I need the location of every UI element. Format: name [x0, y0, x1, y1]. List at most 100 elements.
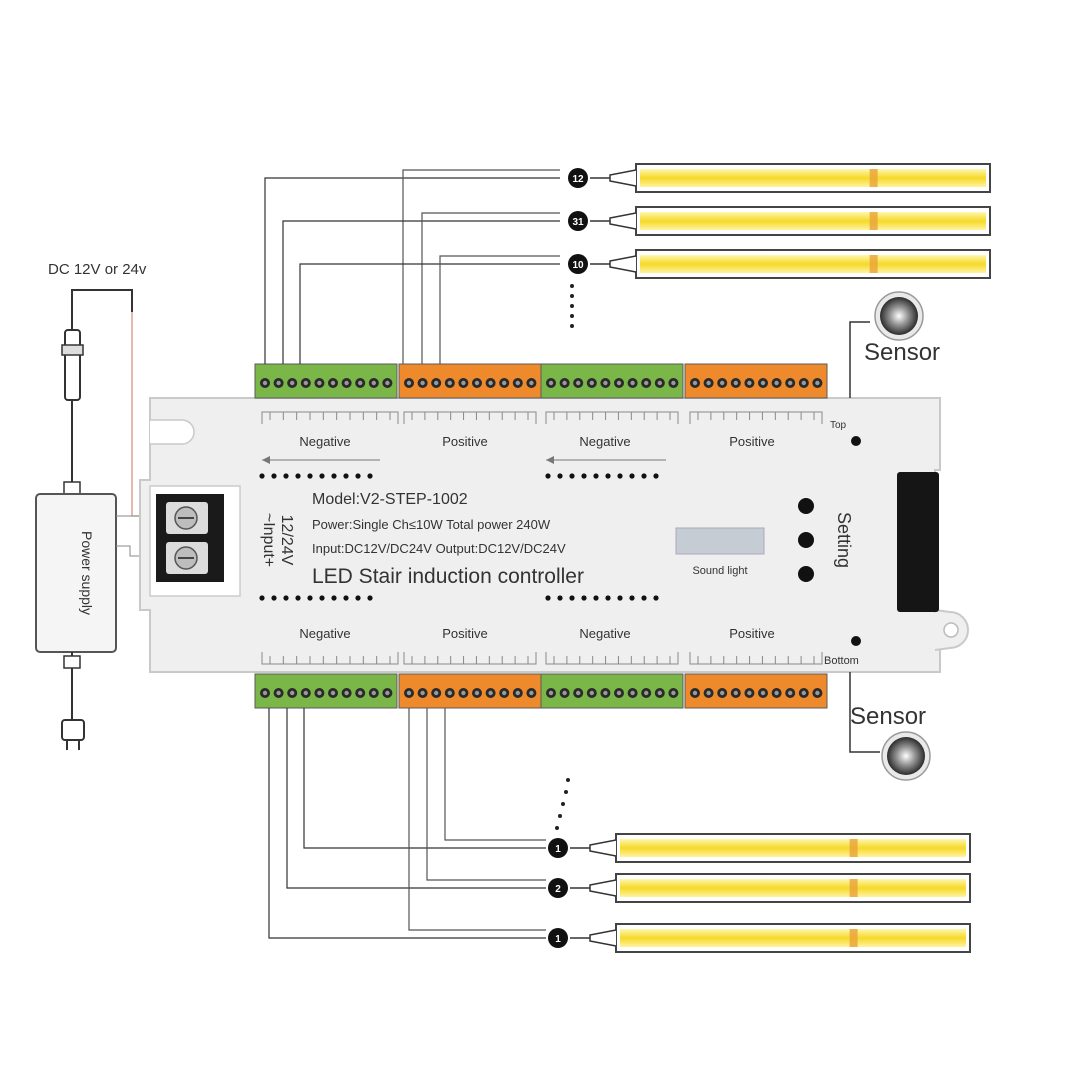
- terminal-screw-center: [788, 380, 793, 386]
- indicator-dot: [581, 595, 587, 601]
- terminal-screw-center: [529, 690, 534, 696]
- indicator-dot: [617, 473, 623, 479]
- terminal-screw-center: [447, 380, 452, 386]
- wire-negative-bottom: [303, 708, 546, 849]
- sensor-top-group: Sensor: [849, 291, 940, 398]
- indicator-dot: [641, 595, 647, 601]
- top-label-negative-1: Negative: [299, 434, 350, 449]
- indicator-dot: [307, 595, 313, 601]
- indicator-dot: [307, 473, 313, 479]
- barrel-connector: [64, 329, 81, 401]
- led-strip-bottom-1: 1: [548, 833, 971, 863]
- channel-number: 12: [572, 174, 584, 185]
- indicator-dot: [629, 595, 635, 601]
- terminal-screw-center: [788, 690, 793, 696]
- terminal-screw-center: [262, 380, 268, 386]
- continuation-dots-top: [570, 284, 574, 328]
- input-label: ~Input+: [260, 513, 277, 567]
- indicator-dot: [593, 595, 599, 601]
- tick-bracket-bottom: [545, 652, 679, 665]
- terminal-screw-center: [406, 690, 412, 696]
- terminal-screw-center: [562, 690, 567, 696]
- terminal-screw-center: [760, 690, 766, 696]
- setting-button-3[interactable]: [798, 566, 814, 582]
- led-strip-light: [640, 255, 986, 273]
- terminal-screw-center: [385, 690, 390, 696]
- bottom-port-label: Bottom: [824, 655, 859, 667]
- terminal-block-top-2: [398, 363, 542, 399]
- indicator-dot: [295, 473, 301, 479]
- indicator-dot: [271, 473, 277, 479]
- terminal-screw-center: [657, 380, 662, 386]
- indicator-dot: [367, 595, 373, 601]
- tick-bracket-top: [403, 411, 537, 424]
- channel-badge: [548, 878, 568, 898]
- terminal-screw-center: [733, 690, 738, 696]
- terminal-screw-center: [576, 380, 581, 386]
- wire-negative-top: [299, 263, 560, 364]
- terminal-screw-center: [548, 380, 554, 386]
- terminal-screw-center: [760, 380, 766, 386]
- terminal-screw-center: [461, 380, 466, 386]
- sensor-bottom-label: Sensor: [850, 703, 926, 730]
- wire-negative-bottom: [268, 708, 546, 939]
- led-strip-light: [620, 839, 966, 857]
- terminal-screw-center: [747, 690, 752, 696]
- bottom-label-positive-2: Positive: [729, 626, 775, 641]
- terminal-screw-center: [801, 690, 806, 696]
- terminal-screw-center: [447, 690, 452, 696]
- sensor-top-label: Sensor: [864, 339, 940, 366]
- terminal-screw-center: [290, 690, 295, 696]
- led-strip-joint: [849, 879, 858, 897]
- led-strip-light: [620, 929, 966, 947]
- sensor-top-icon: [880, 297, 918, 335]
- led-connector: [589, 839, 617, 857]
- led-connector: [609, 212, 637, 230]
- terminal-screw-center: [406, 380, 412, 386]
- terminal-screw-center: [801, 380, 806, 386]
- terminal-screw-center: [276, 380, 281, 386]
- wire-positive-bottom: [426, 708, 546, 881]
- indicator-dot: [331, 473, 337, 479]
- setting-button-1[interactable]: [798, 498, 814, 514]
- wire-negative-bottom: [286, 708, 546, 889]
- wire-positive-bottom: [408, 708, 546, 931]
- dc-cable: [71, 289, 133, 330]
- setting-button-2[interactable]: [798, 532, 814, 548]
- terminal-block-bottom-4: [684, 673, 828, 709]
- top-label-positive-1: Positive: [442, 434, 488, 449]
- indicator-dot: [319, 473, 325, 479]
- led-strip-joint: [849, 929, 858, 947]
- terminal-screw-center: [358, 690, 363, 696]
- led-strip-joint: [869, 255, 878, 273]
- terminal-screw-center: [420, 380, 425, 386]
- terminal-screw-center: [671, 380, 676, 386]
- bottom-label-negative-1: Negative: [299, 626, 350, 641]
- led-strip-light: [640, 169, 986, 187]
- terminal-screw-center: [603, 380, 608, 386]
- terminal-screw-center: [576, 690, 581, 696]
- product-name: LED Stair induction controller: [312, 565, 584, 588]
- sensor-bottom-icon: [887, 737, 925, 775]
- voltage-label: DC 12V or 24v: [48, 261, 147, 278]
- terminal-screw-center: [434, 690, 439, 696]
- indicator-dot: [283, 473, 289, 479]
- terminal-screw-center: [562, 380, 567, 386]
- led-strip-joint: [849, 839, 858, 857]
- led-connector: [609, 169, 637, 187]
- wire-negative-top: [282, 220, 560, 364]
- power-supply-label: Power supply: [79, 531, 95, 615]
- terminal-block-top-3: [540, 363, 684, 399]
- indicator-dot: [557, 473, 563, 479]
- led-strip-light: [640, 212, 986, 230]
- channel-number: 1: [555, 844, 561, 855]
- terminal-screw-center: [303, 380, 308, 386]
- indicator-dot: [605, 595, 611, 601]
- indicator-dot: [629, 473, 635, 479]
- power-supply-group: DC 12V or 24v Power supply: [35, 261, 150, 750]
- terminal-screw-center: [706, 380, 711, 386]
- channel-badge: [568, 254, 588, 274]
- terminal-screw-center: [385, 380, 390, 386]
- terminal-screw-center: [303, 690, 308, 696]
- terminal-screw-center: [630, 380, 635, 386]
